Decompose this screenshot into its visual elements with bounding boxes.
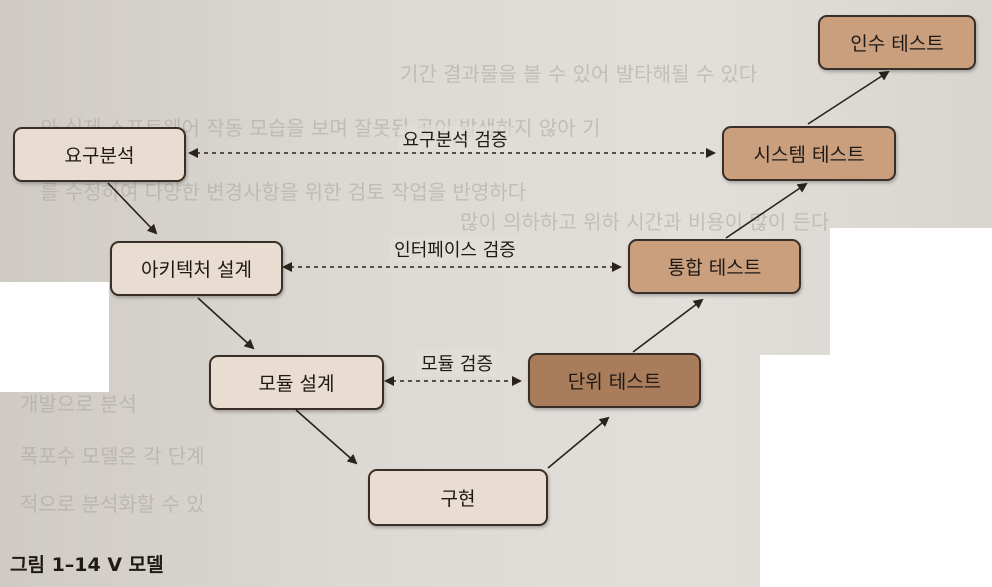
module-verification-label: 모듈 검증: [417, 350, 497, 376]
implementation-box: 구현: [368, 469, 548, 526]
module-design-label: 모듈 설계: [258, 373, 335, 395]
redaction-patch-right: [830, 228, 992, 358]
architecture-design-box: 아키텍처 설계: [110, 241, 283, 296]
requirements-box: 요구분석: [13, 127, 186, 182]
module-design-box: 모듈 설계: [209, 355, 384, 410]
system-test-box: 시스템 테스트: [722, 126, 896, 181]
flow-arrow-integration-test-to-system-test: [725, 182, 808, 239]
implementation-label: 구현: [440, 488, 476, 510]
flow-arrow-implementation-to-unit-test: [547, 416, 610, 469]
interface-verification-label: 인터페이스 검증: [390, 236, 520, 262]
architecture-design-label: 아키텍처 설계: [141, 259, 252, 281]
redaction-patch-left: [0, 282, 109, 392]
flow-arrow-system-test-to-acceptance-test: [807, 70, 890, 125]
flow-arrow-unit-test-to-integration-test: [632, 298, 704, 353]
unit-test-label: 단위 테스트: [567, 371, 662, 393]
unit-test-box: 단위 테스트: [528, 353, 701, 408]
integration-test-box: 통합 테스트: [628, 239, 801, 294]
acceptance-test-box: 인수 테스트: [818, 15, 976, 70]
figure-caption: 그림 1–14 V 모델: [10, 554, 164, 576]
bleed-through-text: 기간 결과물을 볼 수 있어 발타해될 수 있다: [400, 62, 758, 86]
bleed-through-text: 적으로 분석화할 수 있: [20, 492, 205, 516]
flow-arrow-module-design-to-implementation: [295, 409, 358, 465]
bleed-through-text: 개발으로 분석: [20, 392, 137, 416]
bleed-through-text: 많이 의하하고 위하 시간과 비용이 많이 든다: [460, 210, 830, 234]
bleed-through-text: 폭포수 모델은 각 단계: [20, 444, 205, 468]
bleed-through-text: 를 수정하여 다양한 변경사항을 위한 검토 작업을 반영하다: [40, 180, 527, 204]
flow-arrow-requirements-to-architecture: [107, 182, 158, 235]
requirements-verification-label: 요구분석 검증: [398, 126, 512, 152]
redaction-patch-bottom-right: [760, 355, 992, 587]
system-test-label: 시스템 테스트: [753, 144, 865, 166]
requirements-label: 요구분석: [64, 145, 135, 167]
flow-arrow-architecture-to-module-design: [197, 297, 255, 350]
acceptance-test-label: 인수 테스트: [850, 33, 944, 55]
integration-test-label: 통합 테스트: [667, 257, 762, 279]
